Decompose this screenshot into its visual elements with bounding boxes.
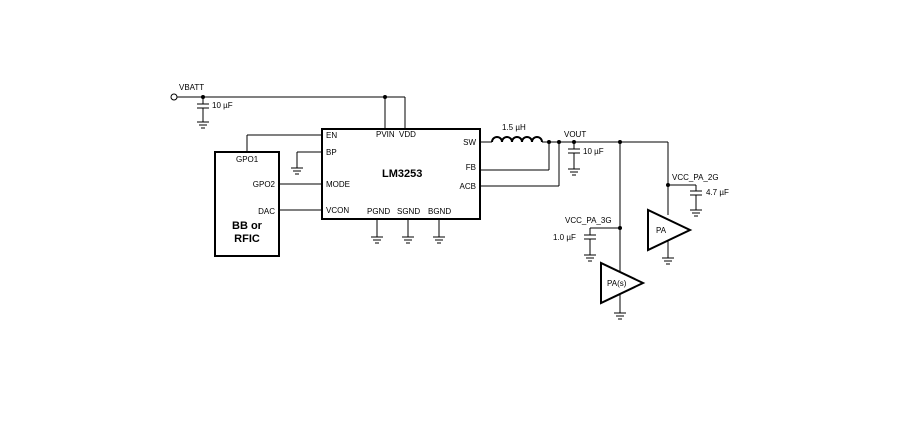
- pa-3g-amplifier: [600, 261, 646, 305]
- pa-2g-amplifier: [647, 208, 693, 252]
- pin-bp: BP: [326, 148, 337, 157]
- pin-vdd: VDD: [399, 130, 416, 139]
- pin-bgnd: BGND: [428, 207, 451, 216]
- pa-2g-branch: [647, 142, 702, 265]
- pin-vcon: VCON: [326, 206, 349, 215]
- pa-3g-branch: [584, 142, 646, 320]
- bp-ground: [291, 151, 322, 175]
- vout-label: VOUT: [564, 130, 586, 139]
- pin-fb: FB: [466, 163, 476, 172]
- vbatt-terminal: [170, 93, 178, 101]
- pin-pvin: PVIN: [376, 130, 395, 139]
- vcc-pa-3g-label: VCC_PA_3G: [565, 216, 612, 225]
- vcc-pa-2g-label: VCC_PA_2G: [672, 173, 719, 182]
- pa-3g-cap-label: 1.0 µF: [553, 233, 576, 242]
- host-pin-gpo1: GPO1: [236, 155, 259, 164]
- pin-sgnd: SGND: [397, 207, 420, 216]
- ic-name: LM3253: [382, 168, 422, 180]
- ic-ground-pins: [371, 219, 445, 244]
- host-name-line1: BB or: [232, 220, 263, 232]
- pa-2g-cap-label: 4.7 µF: [706, 188, 729, 197]
- pin-sw: SW: [463, 138, 476, 147]
- pin-acb: ACB: [460, 182, 476, 191]
- pin-en: EN: [326, 131, 337, 140]
- host-pin-dac: DAC: [258, 207, 275, 216]
- vbatt-label: VBATT: [179, 83, 204, 92]
- pin-mode: MODE: [326, 180, 350, 189]
- output-stage: [480, 136, 668, 187]
- host-pin-gpo2: GPO2: [253, 180, 276, 189]
- lm3253-ic: [321, 128, 481, 220]
- pa-3g-label: PA(s): [607, 279, 627, 288]
- pin-pgnd: PGND: [367, 207, 390, 216]
- control-wires: [246, 134, 322, 211]
- inductor-label: 1.5 µH: [502, 123, 526, 132]
- vbatt-net: [170, 93, 406, 129]
- baseband-rfic-block: [214, 151, 280, 257]
- inductor: [491, 136, 543, 143]
- vout-cap-label: 10 µF: [583, 147, 604, 156]
- host-name-line2: RFIC: [234, 233, 260, 245]
- pa-2g-label: PA: [656, 226, 667, 235]
- vbatt-cap-label: 10 µF: [212, 101, 233, 110]
